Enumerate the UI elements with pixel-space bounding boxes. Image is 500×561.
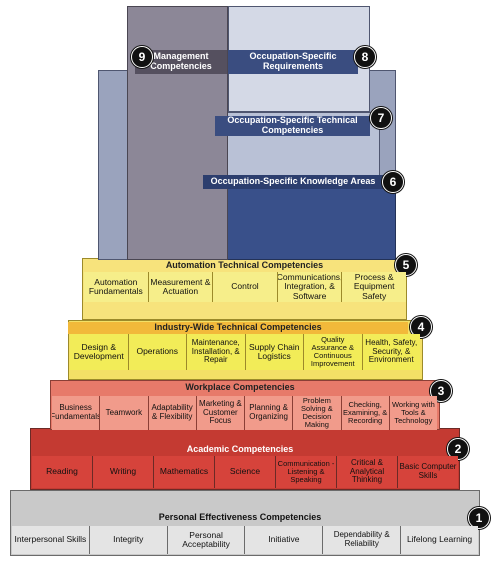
academic-cell: Science <box>215 456 276 488</box>
requirements-label: Occupation-Specific Requirements <box>228 50 358 74</box>
badge-8: 8 <box>354 46 376 68</box>
technical-title: Occupation-Specific Technical Competenci… <box>227 115 358 135</box>
technical-label: Occupation-Specific Technical Competenci… <box>215 115 370 136</box>
automation-row: Automation Fundamentals Measurement & Ac… <box>84 272 406 302</box>
management-title: Management Competencies <box>150 51 212 71</box>
academic-cell: Mathematics <box>154 456 215 488</box>
workplace-cell: Adaptability & Flexibility <box>149 396 197 430</box>
academic-cell: Basic Computer Skills <box>399 462 457 480</box>
knowledge-title: Occupation-Specific Knowledge Areas <box>210 176 376 187</box>
personal-cell: Personal Acceptability <box>168 526 246 554</box>
badge-4: 4 <box>410 316 432 338</box>
academic-row: Reading Writing Mathematics Science Comm… <box>32 456 458 488</box>
automation-cell: Automation Fundamentals <box>84 272 149 302</box>
industry-cell: Supply Chain Logistics <box>246 334 304 370</box>
academic-title: Academic Competencies <box>186 444 294 454</box>
industry-cell: Operations <box>129 334 187 370</box>
industry-cell: Design & Development <box>70 334 129 370</box>
badge-1: 1 <box>468 507 490 529</box>
automation-cell: Communications, Integration, & Software <box>277 272 343 302</box>
academic-cell: Reading <box>32 456 93 488</box>
academic-cell: Communication - Listening & Speaking <box>276 456 337 488</box>
workplace-row: Business Fundamentals Teamwork Adaptabil… <box>52 396 437 430</box>
automation-cell: Process & Equipment Safety <box>353 272 395 301</box>
personal-cell: Dependability & Reliability <box>323 526 402 554</box>
personal-cell: Lifelong Learning <box>406 534 473 545</box>
academic-cell: Writing <box>93 456 154 488</box>
badge-2: 2 <box>447 438 469 460</box>
badge-9: 9 <box>131 46 153 68</box>
badge-6: 6 <box>382 171 404 193</box>
badge-5: 5 <box>395 254 417 276</box>
requirements-title: Occupation-Specific Requirements <box>249 51 337 71</box>
workplace-cell: Working with Tools & Technology <box>391 399 435 426</box>
automation-title: Automation Technical Competencies <box>165 260 324 270</box>
workplace-cell: Checking, Examining, & Recording <box>342 396 390 430</box>
workplace-cell: Marketing & Customer Focus <box>197 396 245 430</box>
academic-cell: Critical & Analytical Thinking <box>337 456 398 488</box>
personal-cell: Integrity <box>90 526 168 554</box>
industry-row: Design & Development Operations Maintena… <box>70 334 420 370</box>
automation-cell: Measurement & Actuation <box>149 272 214 302</box>
industry-cell: Quality Assurance & Continuous Improveme… <box>304 334 363 370</box>
personal-cell: Interpersonal Skills <box>12 526 90 554</box>
knowledge-label: Occupation-Specific Knowledge Areas <box>203 175 383 189</box>
industry-cell: Health, Safety, Security, & Environment <box>365 337 418 365</box>
workplace-title: Workplace Competencies <box>185 382 295 392</box>
personal-cell: Initiative <box>245 526 324 554</box>
workplace-cell: Teamwork <box>100 396 149 430</box>
workplace-cell: Planning & Organizing <box>245 396 294 430</box>
badge-7: 7 <box>370 107 392 129</box>
industry-title: Industry-Wide Technical Competencies <box>68 322 408 334</box>
personal-row: Interpersonal Skills Integrity Personal … <box>12 526 478 554</box>
personal-title: Personal Effectiveness Competencies <box>158 512 322 522</box>
workplace-cell: Problem Solving & Decision Making <box>293 396 342 430</box>
workplace-cell: Business Fundamentals <box>52 396 101 430</box>
automation-cell: Control <box>213 272 278 302</box>
industry-cell: Maintenance, Installation, & Repair <box>187 334 246 370</box>
management-block <box>127 6 228 260</box>
